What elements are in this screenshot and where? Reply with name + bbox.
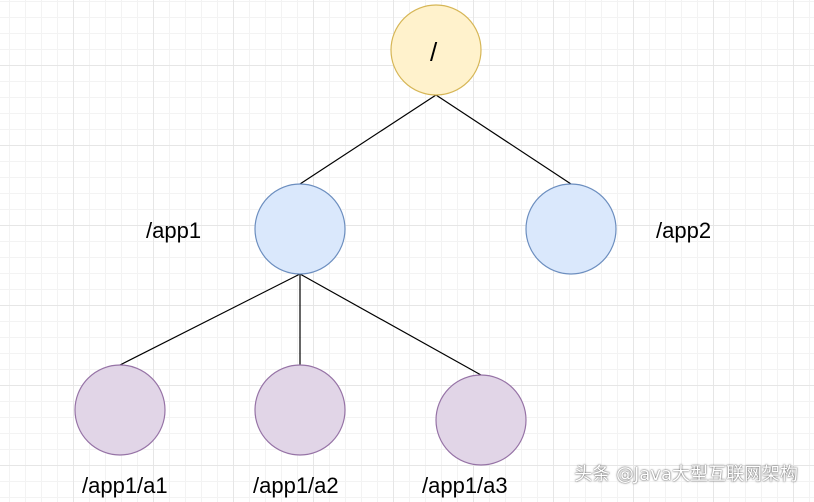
node-root[interactable] <box>390 4 482 96</box>
node-app1-label: /app1 <box>146 218 202 243</box>
edge-root-app2 <box>435 94 572 185</box>
node-a2[interactable] <box>254 364 346 456</box>
node-a3-label: /app1/a3 <box>422 473 508 498</box>
node-app1[interactable] <box>254 183 346 275</box>
node-a1[interactable] <box>74 364 166 456</box>
node-app2-label: /app2 <box>656 218 712 243</box>
edge-root-app1 <box>299 94 437 185</box>
node-a2-label: /app1/a2 <box>253 473 339 498</box>
watermark: 头条 @Java大型互联网架构 <box>574 464 798 485</box>
node-app2[interactable] <box>525 183 617 275</box>
node-a1-label: /app1/a1 <box>82 473 168 498</box>
node-a3[interactable] <box>435 374 527 466</box>
node-root-label: / <box>430 37 438 67</box>
node-group <box>74 4 617 466</box>
edge-app1-a1 <box>119 273 301 366</box>
edge-app1-a3 <box>299 273 482 376</box>
edge-group <box>119 94 572 376</box>
